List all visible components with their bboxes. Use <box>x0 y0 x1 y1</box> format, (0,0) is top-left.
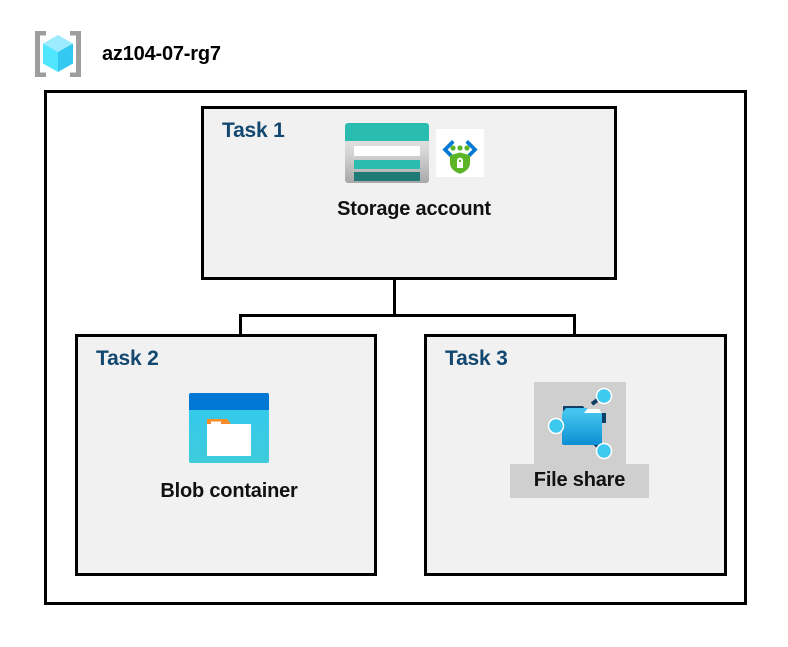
resource-group-cube-icon <box>35 31 81 77</box>
connector-horizontal-bus <box>239 314 576 317</box>
storage-account-icon <box>345 123 429 183</box>
resource-group-boundary: Task 1 <box>44 90 747 605</box>
task-1-label: Task 1 <box>222 119 285 142</box>
file-share-icon <box>547 387 612 460</box>
blob-container-label: Blob container <box>160 480 298 502</box>
task-2-label: Task 2 <box>96 347 159 370</box>
storage-account-label: Storage account <box>337 198 491 220</box>
task-3-label: Task 3 <box>445 347 508 370</box>
task-2-box: Task 2 <box>75 334 377 576</box>
resource-group-header: az104-07-rg7 <box>30 28 221 80</box>
file-share-icon-group <box>533 382 626 464</box>
blob-container-icon-group <box>188 392 270 464</box>
blob-container-icon <box>189 393 269 463</box>
file-share-label: File share <box>509 464 650 498</box>
file-share-node: File share <box>507 382 652 498</box>
storage-account-node: Storage account <box>299 122 529 221</box>
storage-account-icon-group <box>344 122 484 184</box>
resource-group-title: az104-07-rg7 <box>102 42 221 65</box>
blob-container-node: Blob container <box>138 392 320 503</box>
task-1-box: Task 1 <box>201 106 617 280</box>
connector-trunk <box>393 280 396 316</box>
task-3-box: Task 3 <box>424 334 727 576</box>
secure-private-endpoint-icon <box>436 129 484 177</box>
